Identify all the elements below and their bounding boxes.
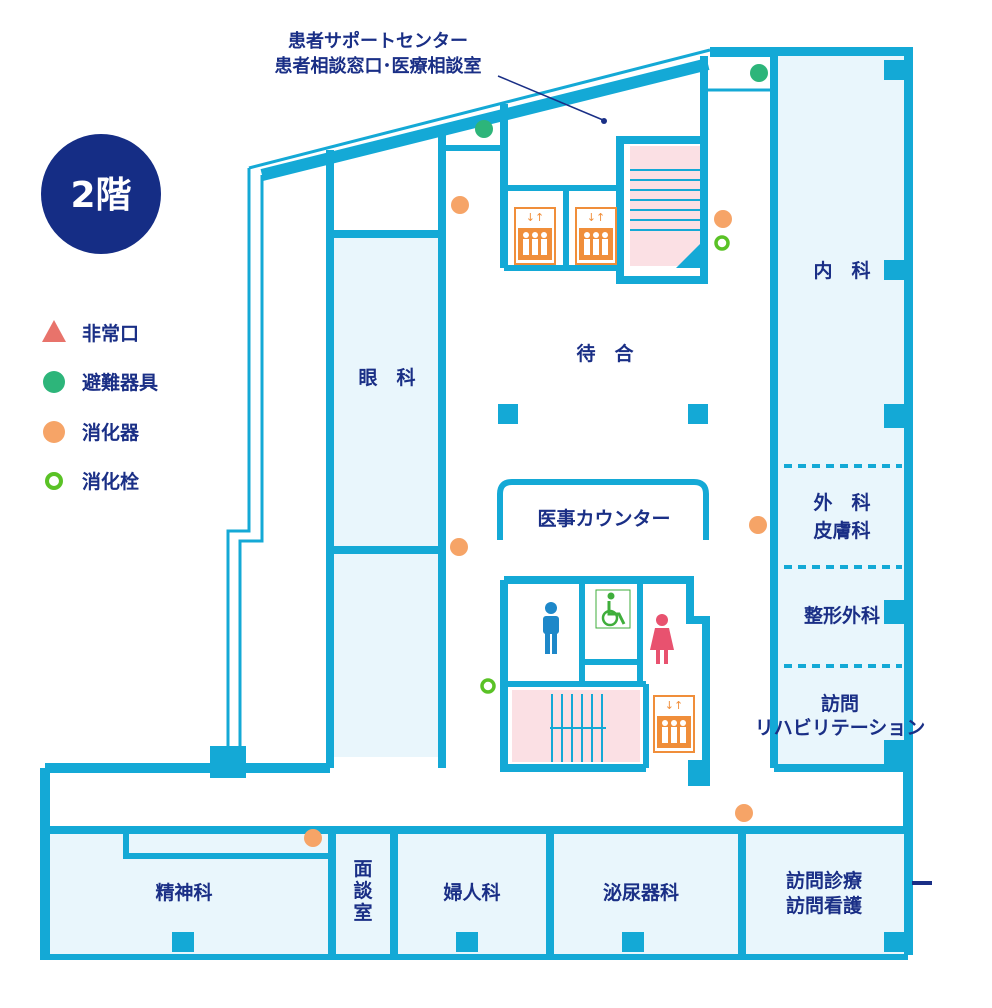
extinguisher-marker [735,804,753,822]
extinguisher-marker [451,196,469,214]
green-dot-icon [43,371,65,393]
room-interview-2: 談 [353,879,373,902]
elevator-icon: ↓↑ [653,695,695,753]
evacuation-marker [475,120,493,138]
room-home-care-l2: 訪問看護 [786,894,863,917]
markers [304,64,768,847]
right-column-fill [778,56,904,764]
room-interview-1: 面 [353,858,372,880]
interior-walls [45,52,908,955]
pillars [172,60,906,952]
pillar [884,740,906,764]
ophthalmology-fill [334,238,438,548]
reception-desk-fill [506,498,702,538]
elevator-icon: ↓↑ [575,207,617,265]
psychiatry-step-wall [123,830,330,859]
outside-tick [912,881,932,885]
room-rehab-l2: リハビリテーション [755,717,926,739]
room-internal: 内 科 [813,259,870,282]
stair-arrow [676,244,700,268]
extinguisher-marker [304,829,322,847]
green-ring-icon [45,472,63,490]
room-urology: 泌尿器科 [603,881,679,904]
room-gynecology: 婦人科 [442,881,500,904]
toilet-block-outer-wall [504,576,710,786]
callout-line2: 患者相談窓口･医療相談室 [275,55,482,77]
room-surgery: 外 科 [813,491,870,514]
pillar [688,760,708,786]
left-wing-inner-wall [238,175,264,748]
lower-stairs [512,690,640,762]
accessible-toilet-icon [595,589,631,629]
extinguisher-marker [714,210,732,228]
room-home-care-l1: 訪問診療 [786,869,863,892]
svg-text:↓↑: ↓↑ [665,699,683,712]
urology-fill [552,834,740,954]
pillar [884,932,906,952]
pillar [688,404,708,424]
pillar [456,932,478,952]
hydrant-marker [480,678,496,694]
pillar [498,404,518,424]
orange-dot-icon [43,421,65,443]
legend-label: 避難器具 [82,371,158,394]
extinguisher-marker [749,516,767,534]
pillar [172,932,194,952]
svg-text:↓↑: ↓↑ [587,211,605,224]
room-waiting: 待 合 [576,342,634,365]
room-dermatology: 皮膚科 [813,519,870,542]
psychiatry-step-fill [130,834,330,854]
evacuation-marker [750,64,768,82]
upper-stairs [630,146,700,268]
room-ophthalmology: 眼 科 [358,366,415,389]
legend-label: 消化栓 [82,470,139,493]
room-psychiatry: 精神科 [155,881,212,904]
pillar [884,260,906,280]
pillar [884,404,906,428]
ophthalmology-lower-fill [334,552,438,757]
room-reception: 医事カウンター [537,507,670,530]
room-fills [50,56,904,954]
callout-leader [497,75,607,124]
hydrant-marker [714,235,730,251]
pillar [622,932,644,952]
lower-stair-fill [512,690,640,762]
interview-room-fill [336,834,392,954]
callout-line1: 患者サポートセンター [288,30,468,52]
home-care-fill [744,834,904,954]
elevator-icon: ↓↑ [514,207,556,265]
pillar [210,746,246,778]
room-interview-3: 室 [353,901,372,924]
top-slant-wall [260,58,710,181]
pillar [884,60,906,80]
left-wing-outer-wall [226,168,251,748]
right-column-dividers [784,464,902,668]
legend: 非常口 避難器具 消化器 消化栓 [42,320,158,493]
room-labels: 眼 科 待 合 医事カウンター 内 科 外 科 皮膚科 整形外科 訪問 リハビリ… [155,259,925,924]
legend-label: 非常口 [82,322,139,345]
male-toilet-icon [543,602,559,654]
support-center-callout: 患者サポートセンター 患者相談窓口･医療相談室 [275,30,482,77]
upper-stair-fill [630,146,700,266]
room-rehab-l1: 訪問 [821,692,859,715]
floor-badge: 2階 [41,134,161,254]
triangle-icon [42,320,66,342]
extinguisher-marker [450,538,468,556]
female-toilet-icon [650,614,674,664]
reception-frame [497,479,709,540]
top-slant-outer-wall [248,48,711,170]
floor-label: 2階 [70,175,131,216]
room-orthopedics: 整形外科 [804,604,880,627]
legend-label: 消化器 [82,421,140,444]
svg-text:↓↑: ↓↑ [526,211,544,224]
pillar [884,600,906,624]
